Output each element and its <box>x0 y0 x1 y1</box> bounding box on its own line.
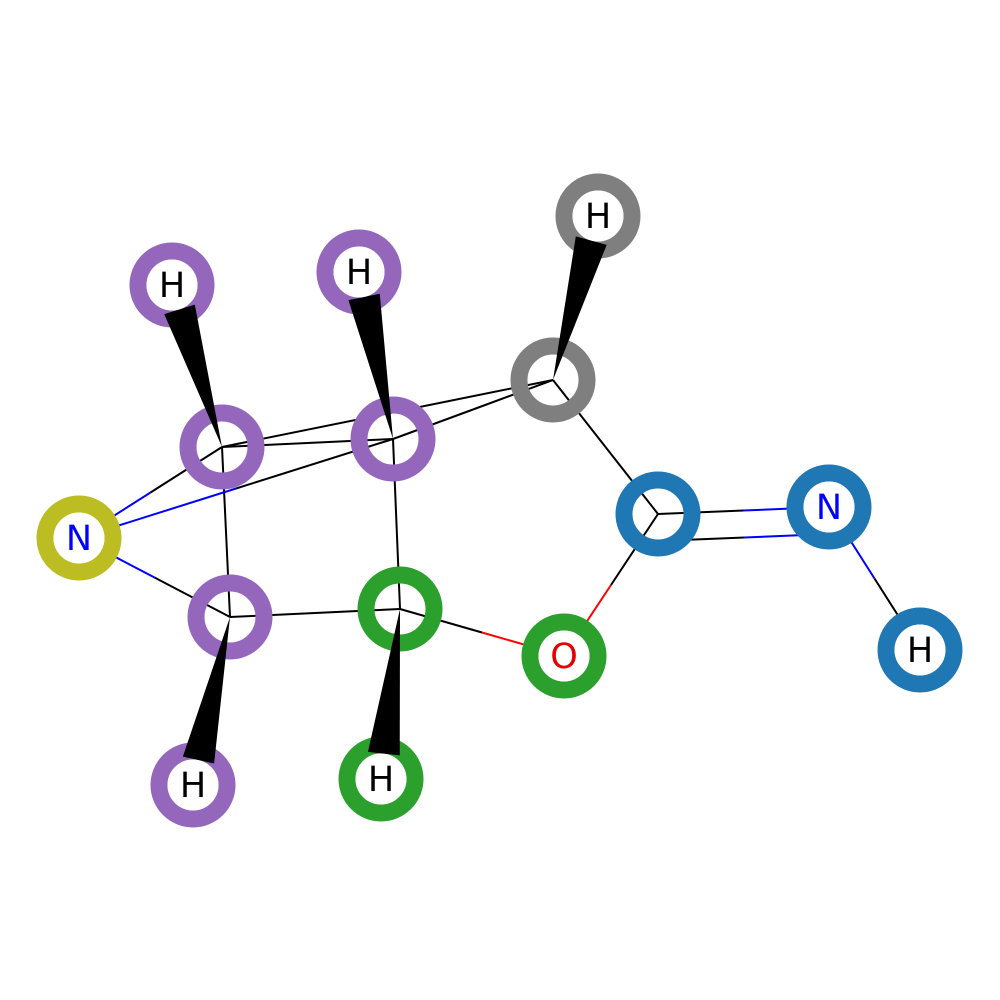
bond-o1-c4-half-b <box>610 513 659 586</box>
bond-c2-c6-half-b <box>395 523 401 610</box>
atom-label-h5: H <box>180 766 206 806</box>
atom-label-o1: O <box>550 637 578 677</box>
bond-c3-c4-half-a <box>552 379 607 448</box>
atom-label-bg-h5 <box>167 759 219 811</box>
bond-c3-c4-half-b <box>604 446 659 515</box>
label-layer: H H H N N O H H H <box>53 190 946 811</box>
bond-c1-h1-wedge <box>164 304 222 447</box>
bond-c2-c3-half-a <box>392 408 474 440</box>
atom-label-bg-h1 <box>146 259 198 311</box>
atom-label-bg-h4 <box>894 624 946 676</box>
bond-c1-c5-half-b <box>225 531 231 618</box>
atom-ring-c2 <box>350 396 436 482</box>
atom-label-bg-n1 <box>53 512 105 564</box>
atom-label-bg-n2 <box>803 481 855 533</box>
atom-label-bg-h6 <box>355 753 407 805</box>
bond-c6-h6-wedge <box>367 609 400 756</box>
bond-n1-c2-half-a <box>103 487 237 532</box>
atom-label-bg-h3 <box>572 190 624 242</box>
atom-label-bg-h2 <box>333 246 385 298</box>
atom-ring-h4 <box>877 607 963 693</box>
atom-ring-o1 <box>521 613 607 699</box>
atom-label-h2: H <box>346 253 372 293</box>
atom-ring-c5 <box>187 574 273 660</box>
bond-c1-c2-half-a <box>221 442 308 448</box>
atom-ring-c6 <box>357 566 443 652</box>
bond-c6-o1-half-a <box>399 608 483 634</box>
atom-label-h1: H <box>159 266 185 306</box>
bond-c5-c6-half-b <box>314 608 401 614</box>
atom-label-n2: N <box>816 488 842 528</box>
atom-ring-c3 <box>510 337 596 423</box>
bond-c2-h2-wedge <box>348 293 393 439</box>
bond-c2-c3-half-b <box>472 379 554 411</box>
bond-c1-c5-half-a <box>221 446 227 533</box>
bond-c5-h5-wedge <box>182 617 230 764</box>
atom-label-bg-o1 <box>538 630 590 682</box>
atom-label-n1: N <box>66 519 92 559</box>
atom-label-h4: H <box>907 631 933 671</box>
bond-c2-c6-half-a <box>392 438 398 525</box>
bond-c4-n2-line1-half-a <box>657 509 744 515</box>
atom-ring-n1 <box>36 495 122 581</box>
bond-c1-c2-half-b <box>307 438 394 444</box>
bond-c3-h3-wedge <box>553 236 607 380</box>
bond-c5-c6-half-a <box>229 612 316 618</box>
atom-ring-n2 <box>786 464 872 550</box>
atom-label-h6: H <box>368 760 394 800</box>
atom-ring-c1 <box>179 404 265 490</box>
atom-label-h3: H <box>585 197 611 237</box>
bond-c4-n2-line2-half-b <box>744 534 805 539</box>
wedge-layer <box>164 236 607 764</box>
atom-ring-c4 <box>615 471 701 557</box>
bond-n1-c5-half-b <box>154 576 231 618</box>
